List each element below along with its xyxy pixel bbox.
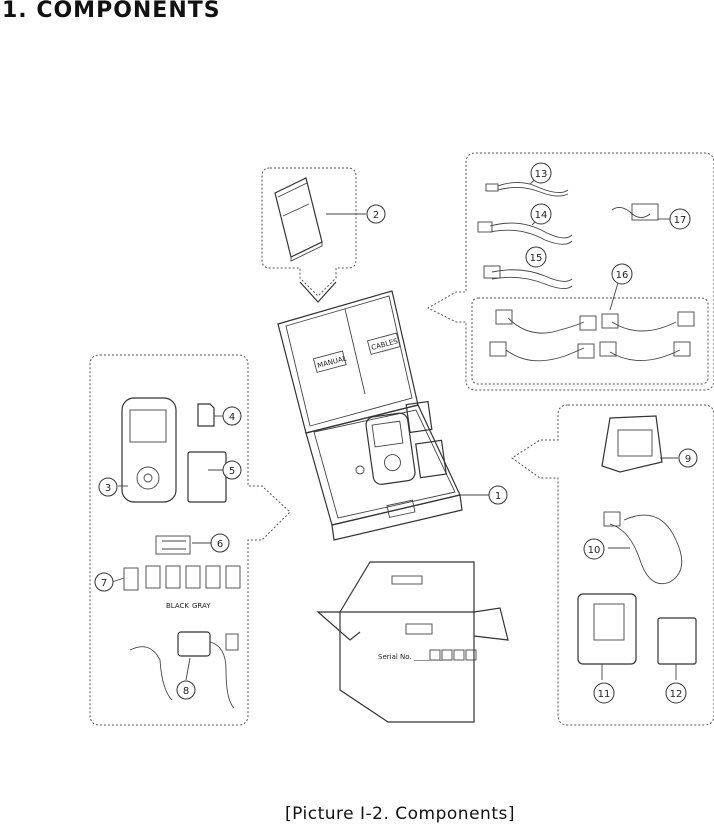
callout-10: 10 (583, 538, 605, 560)
case-label-manual: MANUAL (312, 350, 347, 373)
svg-text:12: 12 (670, 689, 683, 700)
spare-battery (657, 617, 697, 680)
callout-6: 6 (210, 533, 230, 553)
cable-13 (485, 174, 569, 197)
callout-8: 8 (176, 680, 196, 700)
power-cord (603, 511, 683, 585)
cable-16-frame (471, 297, 709, 385)
svg-text:16: 16 (616, 270, 629, 281)
callout-2: 2 (366, 204, 386, 224)
svg-text:9: 9 (685, 454, 691, 465)
cable-17 (611, 203, 670, 221)
svg-text:15: 15 (530, 253, 543, 264)
callout-3: 3 (98, 477, 118, 497)
shipping-box: Serial No. ___________ (316, 561, 509, 723)
cable-14 (477, 216, 573, 245)
black-label: BLACK (166, 602, 189, 610)
accessories-panel (511, 404, 714, 726)
callout-16: 16 (611, 263, 633, 285)
svg-text:4: 4 (229, 412, 235, 423)
callout-17: 17 (669, 208, 691, 230)
callout-12: 12 (665, 682, 687, 704)
charger-base (601, 415, 678, 473)
scanner-device (118, 397, 177, 503)
carrying-case: MANUAL CABLES (277, 290, 490, 541)
callout-5: 5 (222, 460, 242, 480)
svg-text:10: 10 (588, 545, 601, 556)
svg-text:14: 14 (535, 210, 548, 221)
manual-panel (261, 167, 357, 297)
svg-text:1: 1 (495, 491, 501, 502)
obd-adapters: BLACK GRAY (111, 565, 241, 610)
svg-text:13: 13 (535, 169, 548, 180)
svg-text:6: 6 (217, 539, 223, 550)
components-illustration: MANUAL CABLES (89, 152, 714, 726)
battery-holder (155, 535, 214, 555)
cable-16 (489, 275, 695, 362)
figure-caption: [Picture I-2. Components] (285, 804, 515, 824)
case-device (365, 412, 416, 485)
svg-text:7: 7 (101, 578, 107, 589)
svg-text:8: 8 (183, 686, 189, 697)
section-heading: 1. COMPONENTS (2, 0, 221, 23)
battery-charger (577, 593, 637, 680)
callout-15: 15 (525, 246, 547, 268)
callout-14: 14 (530, 203, 552, 225)
svg-text:17: 17 (674, 215, 687, 226)
svg-text:5: 5 (229, 466, 235, 477)
callout-11: 11 (593, 682, 615, 704)
callout-13: 13 (530, 162, 552, 184)
svg-text:2: 2 (373, 210, 379, 221)
ac-adapter (129, 631, 239, 709)
manual-booklet (274, 177, 366, 262)
svg-text:11: 11 (598, 689, 611, 700)
box-serial-label: Serial No. ___________ (378, 653, 453, 661)
callout-4: 4 (222, 406, 242, 426)
case-label-cables: CABLES (366, 332, 401, 355)
callout-7: 7 (94, 572, 114, 592)
svg-text:3: 3 (105, 483, 111, 494)
callout-1: 1 (488, 485, 508, 505)
gray-label: GRAY (192, 602, 211, 610)
callout-9: 9 (678, 448, 698, 468)
